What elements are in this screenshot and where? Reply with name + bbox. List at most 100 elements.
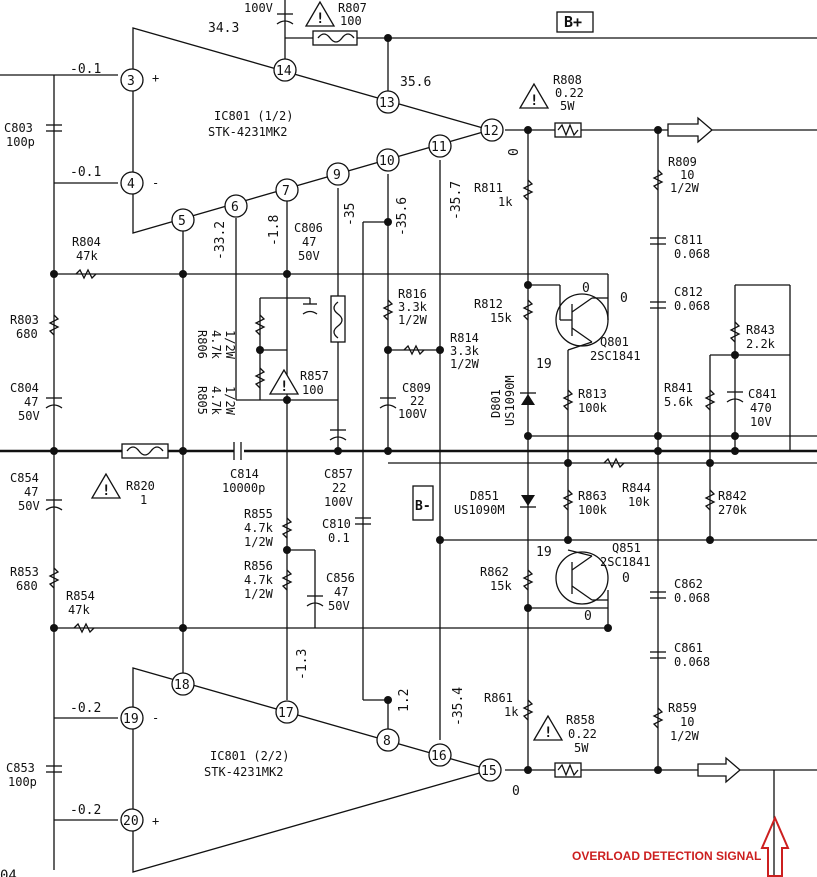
label-r809-value: 10: [680, 168, 694, 182]
svg-text:4: 4: [127, 177, 135, 192]
label-c809-ref: C809: [402, 381, 431, 395]
capacitor-c856: [306, 595, 324, 607]
capacitor-c-top: [276, 13, 294, 25]
label-c814-ref: C814: [230, 467, 259, 481]
label-c861-value: 0.068: [674, 655, 710, 669]
overload-arrow-icon: [760, 815, 790, 877]
resistor-r811: [522, 179, 534, 201]
resistor-r853: [48, 567, 60, 589]
capacitor-c841: [726, 391, 744, 403]
label-c812-value: 0.068: [674, 299, 710, 313]
label-c811-ref: C811: [674, 233, 703, 247]
svg-text:!: !: [102, 483, 110, 499]
label-r855-ref: R855: [244, 507, 273, 521]
resistor-r859: [652, 707, 664, 729]
resistor-r856: [281, 569, 293, 591]
ic801-top-name: IC801 (1/2): [214, 109, 293, 123]
svg-text:20: 20: [123, 814, 139, 829]
rail-bminus: B-: [412, 485, 434, 521]
pin-4: 4: [120, 171, 144, 195]
label-r809-rating: 1/2W: [670, 181, 700, 195]
label-c809-rating: 100V: [398, 407, 427, 421]
label-c806-rating: 50V: [298, 249, 320, 263]
pin-10: 10: [376, 148, 400, 172]
label-c812-ref: C812: [674, 285, 703, 299]
voltage-pin10: -35.6: [395, 197, 410, 236]
voltage-pin9: -35: [343, 203, 358, 226]
label-c803-ref: C803: [4, 121, 33, 135]
warning-icon: !: [90, 472, 122, 499]
voltage-pin7: -1.8: [267, 215, 282, 246]
label-c841-value: 470: [750, 401, 772, 415]
label-c814-value: 10000p: [222, 481, 265, 495]
voltage-pin13: 35.6: [400, 75, 431, 90]
label-r863-ref: R863: [578, 489, 607, 503]
label-r854-value: 47k: [68, 603, 90, 617]
label-c810-ref: C810: [322, 517, 351, 531]
capacitor-c812: [650, 301, 666, 309]
label-r859-ref: R859: [668, 701, 697, 715]
label-r803-ref: R803: [10, 313, 39, 327]
pin-19-polarity: -: [152, 711, 159, 725]
resistor-r816: [382, 299, 394, 321]
label-c857-ref: C857: [324, 467, 353, 481]
pin-20-polarity: +: [152, 814, 159, 828]
pin-13: 13: [376, 90, 400, 114]
label-c804-value: 47: [24, 395, 38, 409]
label-r812-ref: R812: [474, 297, 503, 311]
rail-bplus: B+: [556, 11, 594, 33]
label-r854-ref: R854: [66, 589, 95, 603]
svg-text:15: 15: [481, 764, 497, 779]
voltage-pin16: -35.4: [451, 687, 466, 726]
ic801-top-part: STK-4231MK2: [208, 125, 287, 139]
fusible-resistor-r820: [121, 443, 169, 459]
pin-4-polarity: -: [152, 176, 159, 190]
svg-text:3: 3: [127, 74, 135, 89]
warning-icon: !: [304, 0, 336, 27]
diode-d801: [520, 392, 536, 405]
overload-detection-label: OVERLOAD DETECTION SIGNAL: [572, 849, 761, 863]
output-arrow-top: [667, 116, 713, 144]
label-r806-rating: 1/2W: [223, 330, 237, 360]
label-r853-value: 680: [16, 579, 38, 593]
svg-text:9: 9: [333, 168, 341, 183]
resistor-r804: [75, 268, 97, 280]
label-c853-ref: C853: [6, 761, 35, 775]
fusible-resistor-r807: [312, 30, 358, 46]
label-r858-ref: R858: [566, 713, 595, 727]
pin-16: 16: [428, 743, 452, 767]
label-r813-value: 100k: [578, 401, 608, 415]
svg-text:B+: B+: [564, 13, 582, 31]
label-c856-value: 47: [334, 585, 348, 599]
label-c806-ref: C806: [294, 221, 323, 235]
svg-text:18: 18: [174, 678, 190, 693]
label-r816-ref: R816: [398, 287, 427, 301]
label-c803-value: 100p: [6, 135, 35, 149]
pin-9: 9: [326, 162, 350, 186]
label-r814-ref: R814: [450, 331, 479, 345]
resistor-r809: [652, 169, 664, 191]
label-r857-ref: R857: [300, 369, 329, 383]
svg-text:!: !: [280, 379, 288, 395]
label-c811-value: 0.068: [674, 247, 710, 261]
label-r809-ref: R809: [668, 155, 697, 169]
label-r808-value: 0.22: [555, 86, 584, 100]
label-c841-rating: 10V: [750, 415, 772, 429]
diode-d851: [520, 495, 536, 508]
svg-text:13: 13: [379, 96, 395, 111]
capacitor-c806: [302, 298, 318, 315]
capacitor-c853: [46, 765, 62, 773]
label-c861-ref: C861: [674, 641, 703, 655]
label-q851-part: 2SC1841: [600, 555, 651, 569]
label-r804-value: 47k: [76, 249, 98, 263]
label-r842-value: 270k: [718, 503, 748, 517]
label-r859-value: 10: [680, 715, 694, 729]
label-c862-value: 0.068: [674, 591, 710, 605]
label-q801-part: 2SC1841: [590, 349, 641, 363]
capacitor-c804: [45, 397, 63, 409]
voltage-pin12: 0: [507, 148, 522, 156]
voltage-pin4: -0.1: [70, 165, 101, 180]
resistor-r805: [254, 367, 266, 389]
pin-15: 15: [478, 758, 502, 782]
pin-3-polarity: +: [152, 71, 159, 85]
